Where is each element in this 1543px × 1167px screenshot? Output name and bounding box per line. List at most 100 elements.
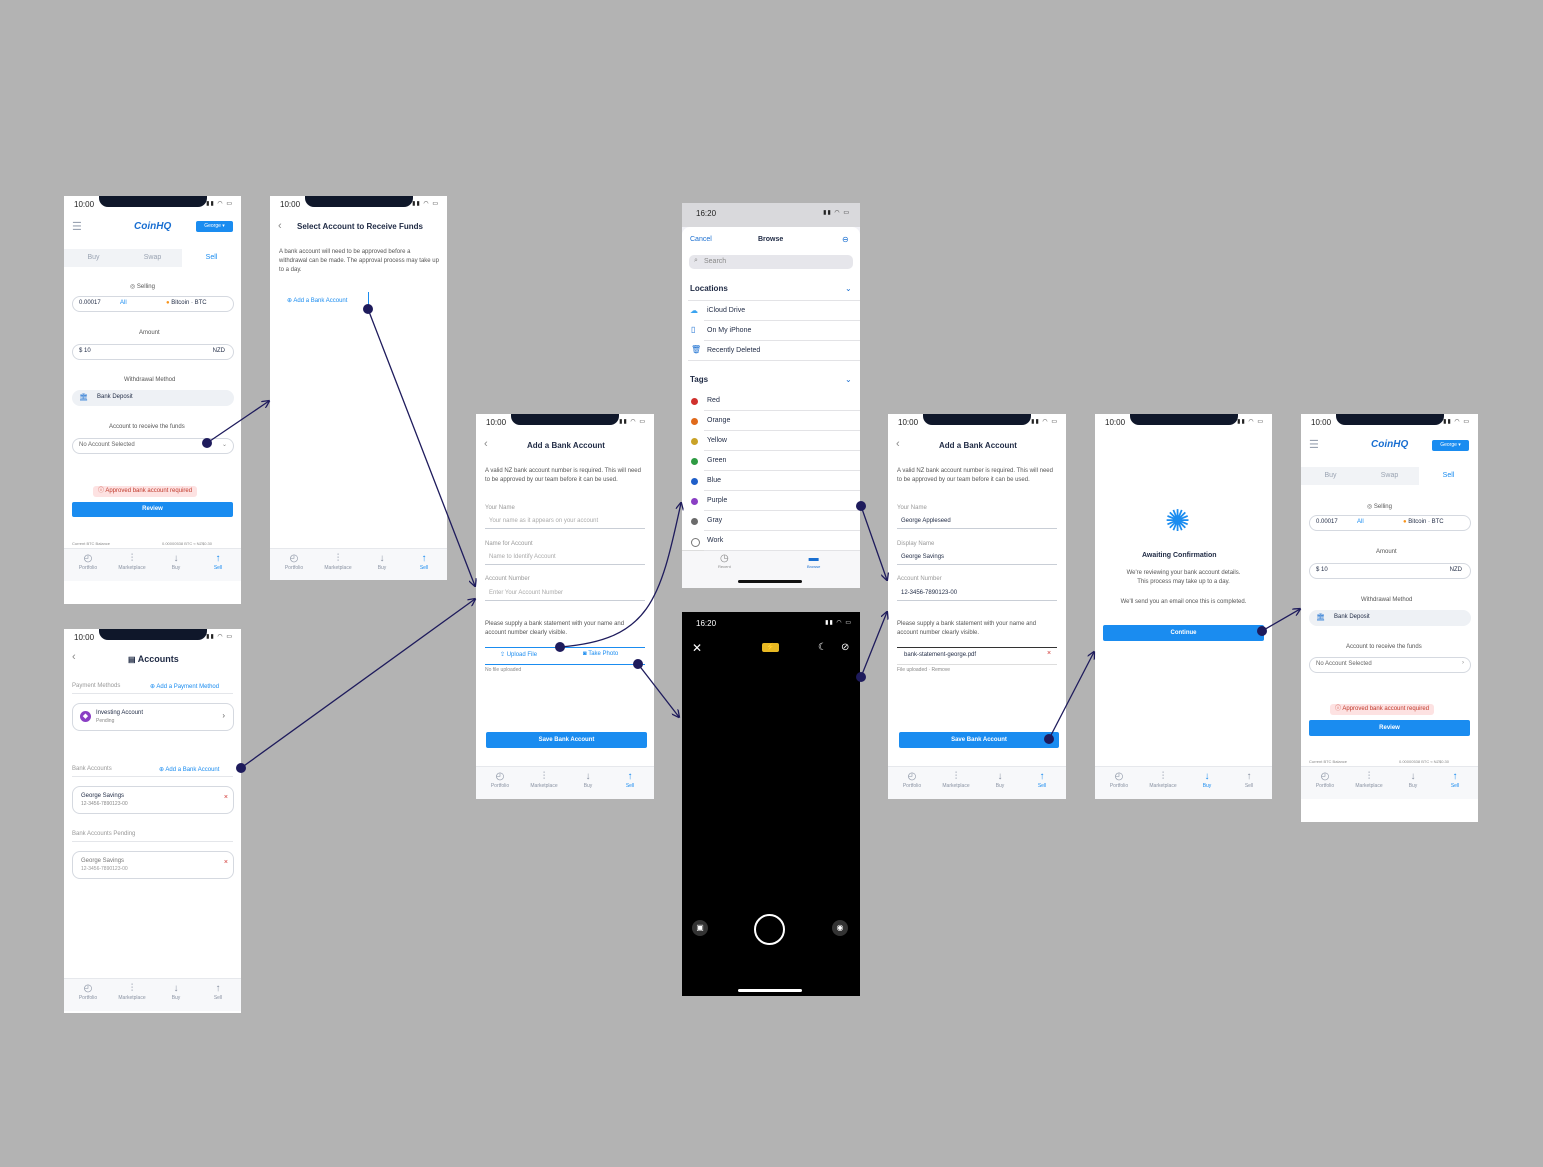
selling-input[interactable]: 0.00017 All ● Bitcoin · BTC xyxy=(1309,515,1471,531)
tab-buy-nav[interactable]: ↓Buy xyxy=(1391,771,1435,789)
tab-sell[interactable]: Sell xyxy=(182,249,241,267)
chevron-down-icon[interactable]: ⌄ xyxy=(845,284,852,293)
all-link[interactable]: All xyxy=(120,300,127,306)
flash-icon[interactable]: ⚡ xyxy=(762,643,779,652)
tab-buy-nav[interactable]: ↓Buy xyxy=(566,771,610,789)
review-button[interactable]: Review xyxy=(1309,720,1470,736)
name-input[interactable]: George Appleseed xyxy=(901,518,951,524)
back-icon[interactable]: ‹ xyxy=(278,220,282,232)
tab-marketplace[interactable]: ⫶Marketplace xyxy=(110,553,154,571)
withdrawal-select[interactable]: 🏛 Bank Deposit xyxy=(72,390,234,406)
tab-marketplace[interactable]: ⫶Marketplace xyxy=(1141,771,1185,789)
tab-portfolio[interactable]: ◴Portfolio xyxy=(272,553,316,571)
coin-select[interactable]: ● Bitcoin · BTC xyxy=(1403,519,1444,525)
tab-buy-nav[interactable]: ↓Buy xyxy=(154,553,198,571)
tab-marketplace[interactable]: ⫶Marketplace xyxy=(316,553,360,571)
tab-marketplace[interactable]: ⫶Marketplace xyxy=(934,771,978,789)
review-button[interactable]: Review xyxy=(72,502,233,517)
tab-buy[interactable]: Buy xyxy=(87,254,100,261)
tag-item[interactable]: Red xyxy=(707,397,720,404)
tab-portfolio[interactable]: ◴Portfolio xyxy=(66,553,110,571)
tab-sell[interactable]: Sell xyxy=(1419,467,1478,485)
investing-account-card[interactable]: ◆ Investing Account Pending › xyxy=(72,703,234,731)
tab-portfolio[interactable]: ◴Portfolio xyxy=(66,983,110,1001)
close-icon[interactable]: × xyxy=(223,859,228,866)
display-input[interactable]: Name to Identify Account xyxy=(489,554,556,560)
flip-camera-icon[interactable]: ◉ xyxy=(832,920,848,936)
tab-buy[interactable]: Buy xyxy=(1324,472,1337,479)
back-icon[interactable]: ‹ xyxy=(72,651,76,663)
number-input[interactable]: Enter Your Account Number xyxy=(489,590,564,596)
withdrawal-select[interactable]: 🏛 Bank Deposit xyxy=(1309,610,1471,626)
name-input[interactable]: Your name as it appears on your account xyxy=(489,518,599,524)
all-link[interactable]: All xyxy=(1357,519,1364,525)
menu-icon[interactable]: ☰ xyxy=(1309,439,1319,451)
chevron-down-icon[interactable]: ⌄ xyxy=(845,375,852,384)
tag-item[interactable]: Gray xyxy=(707,517,723,524)
tab-portfolio[interactable]: ◴Portfolio xyxy=(1097,771,1141,789)
remove-file-icon[interactable]: × xyxy=(1047,650,1052,657)
save-bank-button[interactable]: Save Bank Account xyxy=(899,732,1059,748)
location-iphone[interactable]: On My iPhone xyxy=(707,327,752,334)
menu-icon[interactable]: ☰ xyxy=(72,221,82,233)
add-bank-link[interactable]: ⊕ Add a Bank Account xyxy=(159,767,220,773)
tab-swap[interactable]: Swap xyxy=(1380,472,1399,479)
more-icon[interactable]: ⊖ xyxy=(842,235,849,244)
tab-sell-nav[interactable]: ↑Sell xyxy=(1227,771,1271,789)
tag-item[interactable]: Work xyxy=(707,537,724,544)
user-button[interactable]: George ▾ xyxy=(1432,440,1469,451)
tag-item[interactable]: Orange xyxy=(707,417,731,424)
tab-buy-nav[interactable]: ↓Buy xyxy=(154,983,198,1001)
location-deleted[interactable]: Recently Deleted xyxy=(707,347,761,354)
amount-input[interactable]: $ 10 NZD xyxy=(1309,563,1471,579)
tab-sell-nav[interactable]: ↑Sell xyxy=(196,553,240,571)
tab-marketplace[interactable]: ⫶Marketplace xyxy=(522,771,566,789)
location-icloud[interactable]: iCloud Drive xyxy=(707,307,746,314)
pending-account-card[interactable]: George Savings 12-3456-7890123-00 × xyxy=(72,851,234,879)
tab-sell-nav[interactable]: ↑Sell xyxy=(402,553,446,571)
add-bank-link[interactable]: ⊕ Add a Bank Account xyxy=(287,298,348,304)
tab-marketplace[interactable]: ⫶Marketplace xyxy=(1347,771,1391,789)
back-icon[interactable]: ‹ xyxy=(484,438,488,450)
receive-select[interactable]: No Account Selected ⌄ xyxy=(72,438,234,454)
tab-buy-nav[interactable]: ↓Buy xyxy=(360,553,404,571)
display-input[interactable]: George Savings xyxy=(901,554,945,560)
cancel-button[interactable]: Cancel xyxy=(690,236,712,243)
george-account-card[interactable]: George Savings 12-3456-7890123-00 × xyxy=(72,786,234,814)
tab-sell-nav[interactable]: ↑Sell xyxy=(1433,771,1477,789)
live-off-icon[interactable]: ⊘ xyxy=(841,642,850,653)
tab-sell-nav[interactable]: ↑Sell xyxy=(196,983,240,1001)
take-photo-button[interactable]: ◙ Take Photo xyxy=(583,651,619,657)
tab-marketplace[interactable]: ⫶Marketplace xyxy=(110,983,154,1001)
close-icon[interactable]: × xyxy=(223,794,228,801)
continue-button[interactable]: Continue xyxy=(1103,625,1264,641)
selling-input[interactable]: 0.00017 All ● Bitcoin · BTC xyxy=(72,296,234,312)
number-input[interactable]: 12-3456-7890123-00 xyxy=(901,590,958,596)
tag-item[interactable]: Purple xyxy=(707,497,728,504)
close-icon[interactable]: ✕ xyxy=(692,641,703,655)
tab-portfolio[interactable]: ◴Portfolio xyxy=(478,771,522,789)
gallery-icon[interactable]: ▣ xyxy=(692,920,708,936)
tab-swap[interactable]: Swap xyxy=(143,254,162,261)
add-payment-link[interactable]: ⊕ Add a Payment Method xyxy=(150,684,220,690)
save-bank-button[interactable]: Save Bank Account xyxy=(486,732,647,748)
receive-select[interactable]: No Account Selected › xyxy=(1309,657,1471,673)
tab-sell-nav[interactable]: ↑Sell xyxy=(608,771,652,789)
back-icon[interactable]: ‹ xyxy=(896,438,900,450)
tab-buy-nav[interactable]: ↓Buy xyxy=(1185,771,1229,789)
tab-portfolio[interactable]: ◴Portfolio xyxy=(1303,771,1347,789)
shutter-button[interactable] xyxy=(754,914,785,945)
user-button[interactable]: George ▾ xyxy=(196,221,233,232)
upload-button[interactable]: ⇪ Upload File xyxy=(500,652,538,658)
amount-input[interactable]: $ 10 NZD xyxy=(72,344,234,360)
recent-tab[interactable]: ◷Recent xyxy=(718,553,731,569)
tab-buy-nav[interactable]: ↓Buy xyxy=(978,771,1022,789)
tag-item[interactable]: Green xyxy=(707,457,727,464)
tag-item[interactable]: Yellow xyxy=(707,437,727,444)
coin-select[interactable]: ● Bitcoin · BTC xyxy=(166,300,207,306)
browse-tab[interactable]: ▬Browse xyxy=(807,553,821,569)
tab-sell-nav[interactable]: ↑Sell xyxy=(1020,771,1064,789)
tag-item[interactable]: Blue xyxy=(707,477,722,484)
night-mode-icon[interactable]: ☾ xyxy=(818,642,827,653)
search-field[interactable]: ⌕ Search xyxy=(689,255,853,269)
